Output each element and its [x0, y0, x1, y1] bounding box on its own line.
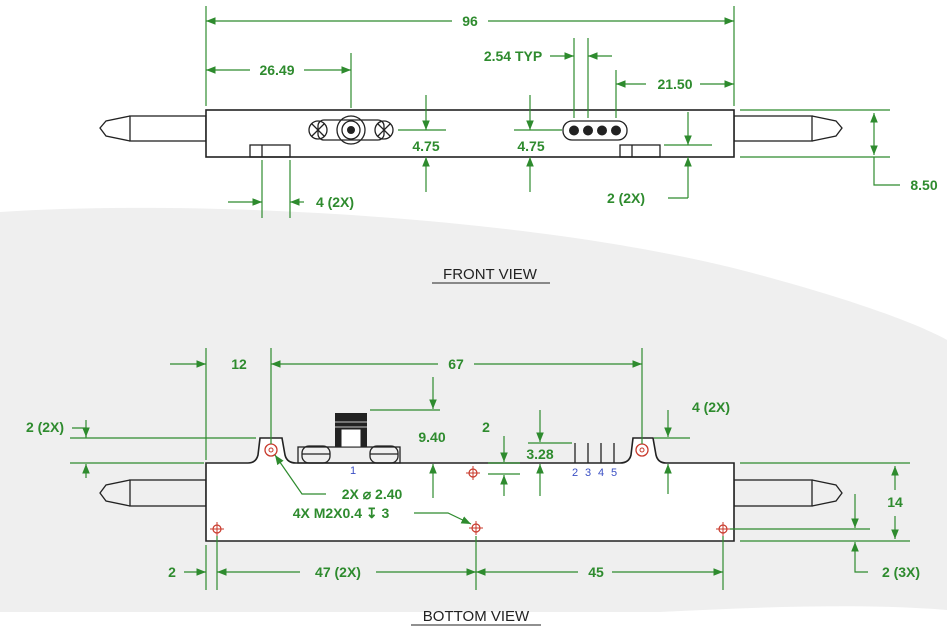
pin-label-2: 2: [572, 467, 578, 479]
dim-bottom-right: 45: [588, 564, 604, 580]
front-right-probe: [733, 115, 843, 142]
front-sma-connector: [308, 115, 394, 145]
bottom-view: 1 2 3 4 5: [26, 348, 920, 626]
front-view-title: FRONT VIEW: [443, 266, 538, 283]
dim-tab-width: 4 (2X): [316, 194, 354, 210]
dim-left-hole: 12: [231, 356, 247, 372]
thread-hole-a: [210, 522, 224, 536]
bottom-sma-connector: [297, 413, 401, 464]
front-left-probe: [99, 115, 207, 142]
thread-hole-c: [469, 521, 483, 535]
dim-tab-height: 2 (2X): [607, 190, 645, 206]
bottom-body: [205, 437, 735, 542]
dim-edge-right: 2 (3X): [882, 564, 920, 580]
front-body: [205, 109, 735, 158]
pin-label-1: 1: [350, 465, 356, 477]
dim-left-offset: 26.49: [259, 62, 294, 78]
dim-body-height: 14: [887, 494, 903, 510]
dim-height-mid: 4.75: [517, 138, 544, 154]
bottom-pins: [574, 443, 615, 463]
dim-tab-left: 2 (2X): [26, 419, 64, 435]
dim-pin-height: 3.28: [526, 446, 553, 462]
dim-hole-diameter: 2X ⌀ 2.40: [342, 486, 403, 502]
pin-label-4: 4: [598, 467, 604, 479]
dim-step: 2: [482, 419, 490, 435]
front-tab-left: [249, 144, 291, 158]
dim-thread-spec: 4X M2X0.4 ↧ 3: [293, 505, 390, 521]
front-view: 96 26.49 2.54 TYP 21.50 4.75 4.75 2 (2X): [99, 6, 938, 284]
dim-right-offset: 21.50: [657, 76, 692, 92]
front-pin-header: [562, 120, 628, 141]
dim-height-total: 8.50: [910, 177, 937, 193]
front-tab-right: [619, 144, 661, 158]
pin-label-3: 3: [585, 467, 591, 479]
dim-edge-left: 2: [168, 564, 176, 580]
dim-overall-length: 96: [462, 13, 478, 29]
pin-label-5: 5: [611, 467, 617, 479]
dim-connector-height: 9.40: [418, 429, 445, 445]
dim-hole-span: 67: [448, 356, 464, 372]
thread-hole-d: [716, 522, 730, 536]
dim-bottom-left: 47 (2X): [315, 564, 361, 580]
dim-height-left: 4.75: [412, 138, 439, 154]
dim-tab-right: 4 (2X): [692, 399, 730, 415]
bottom-view-title: BOTTOM VIEW: [423, 608, 530, 625]
dim-pin-pitch: 2.54 TYP: [484, 48, 542, 64]
thread-hole-b: [466, 466, 480, 480]
